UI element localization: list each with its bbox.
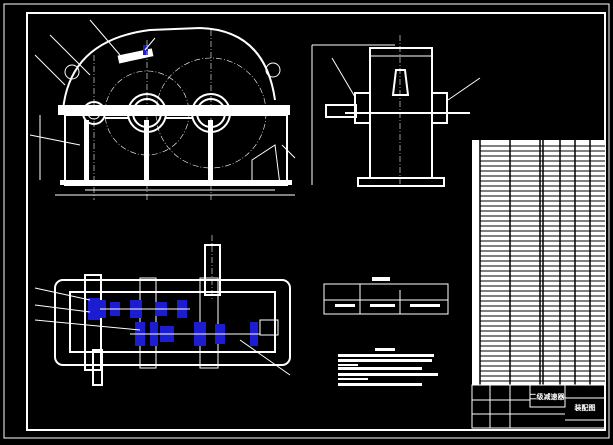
- inspection-cover: [117, 48, 154, 64]
- leader-line: [34, 54, 66, 86]
- drawing-title: 二级减速器: [530, 392, 566, 401]
- rib-3: [208, 120, 213, 180]
- side-bearing-cap-right: [431, 92, 448, 124]
- base-foot: [60, 180, 292, 185]
- top-view: [34, 235, 291, 386]
- dipstick: [391, 69, 410, 96]
- parts-list: [472, 140, 605, 385]
- split-flange: [58, 105, 290, 115]
- technical-requirements: [338, 348, 438, 386]
- lifting-ring-left: [64, 64, 80, 80]
- side-bearing-cap-left: [354, 92, 371, 124]
- side-base: [357, 177, 445, 187]
- cover-outline: [62, 26, 276, 111]
- outer-border: [3, 3, 610, 439]
- tech-data-table: [323, 277, 449, 315]
- leader-line: [34, 287, 91, 301]
- parts-list-table: [472, 140, 605, 385]
- top-housing-outline: [54, 279, 291, 366]
- top-housing-inner: [69, 291, 276, 353]
- gear-pitch-circle-1: [104, 70, 190, 156]
- oil-gauge: [251, 144, 281, 186]
- rib-1: [84, 120, 89, 180]
- title-block: 二级减速器 装配图: [471, 384, 606, 429]
- input-shaft: [92, 349, 103, 386]
- lifting-ring-right: [265, 62, 281, 78]
- gear-pinion-1: [88, 298, 100, 320]
- input-shaft-end: [325, 104, 357, 118]
- side-view: [311, 35, 481, 188]
- base-housing: [64, 114, 288, 186]
- drawing-type: 装配图: [574, 403, 596, 412]
- rib-2: [144, 120, 149, 180]
- front-view: [29, 19, 296, 200]
- output-shaft: [204, 244, 221, 296]
